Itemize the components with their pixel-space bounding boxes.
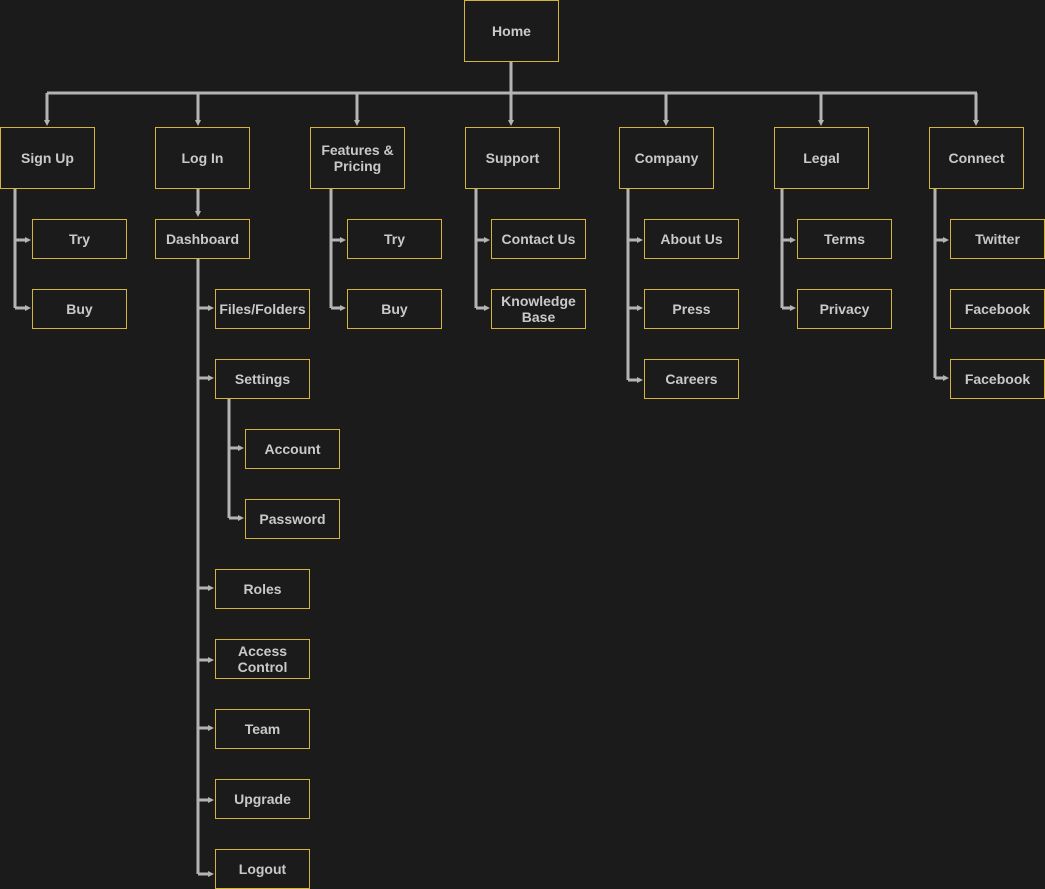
node-sign-up-buy[interactable]: Buy <box>32 289 127 329</box>
node-password[interactable]: Password <box>245 499 340 539</box>
node-features-try[interactable]: Try <box>347 219 442 259</box>
node-access-control[interactable]: Access Control <box>215 639 310 679</box>
node-connect[interactable]: Connect <box>929 127 1024 189</box>
node-contact-us-label: Contact Us <box>501 231 576 247</box>
node-log-in-label: Log In <box>181 150 224 166</box>
node-settings-label: Settings <box>234 371 291 387</box>
node-about-us[interactable]: About Us <box>644 219 739 259</box>
node-facebook-1[interactable]: Facebook <box>950 289 1045 329</box>
node-features-try-label: Try <box>383 231 405 247</box>
node-terms[interactable]: Terms <box>797 219 892 259</box>
node-sign-up-try-label: Try <box>68 231 90 247</box>
node-support[interactable]: Support <box>465 127 560 189</box>
node-careers[interactable]: Careers <box>644 359 739 399</box>
node-roles-label: Roles <box>243 581 282 597</box>
node-privacy-label: Privacy <box>819 301 870 317</box>
node-knowledge-base-label: Knowledge Base <box>501 293 576 325</box>
node-sign-up[interactable]: Sign Up <box>0 127 95 189</box>
node-team[interactable]: Team <box>215 709 310 749</box>
node-press[interactable]: Press <box>644 289 739 329</box>
node-facebook-1-label: Facebook <box>964 301 1031 317</box>
node-roles[interactable]: Roles <box>215 569 310 609</box>
node-twitter-label: Twitter <box>975 231 1020 247</box>
node-company[interactable]: Company <box>619 127 714 189</box>
node-legal-label: Legal <box>803 150 840 166</box>
node-upgrade-label: Upgrade <box>234 791 291 807</box>
node-home-label: Home <box>492 23 531 39</box>
node-about-us-label: About Us <box>660 231 723 247</box>
node-features-pricing[interactable]: Features & Pricing <box>310 127 405 189</box>
node-press-label: Press <box>672 301 711 317</box>
node-logout-label: Logout <box>238 861 287 877</box>
node-dashboard[interactable]: Dashboard <box>155 219 250 259</box>
node-upgrade[interactable]: Upgrade <box>215 779 310 819</box>
node-log-in[interactable]: Log In <box>155 127 250 189</box>
node-privacy[interactable]: Privacy <box>797 289 892 329</box>
node-sign-up-label: Sign Up <box>21 150 74 166</box>
node-features-pricing-label: Features & Pricing <box>321 142 394 174</box>
node-facebook-2[interactable]: Facebook <box>950 359 1045 399</box>
node-home[interactable]: Home <box>464 0 559 62</box>
node-terms-label: Terms <box>824 231 865 247</box>
node-company-label: Company <box>634 150 699 166</box>
node-team-label: Team <box>244 721 281 737</box>
node-contact-us[interactable]: Contact Us <box>491 219 586 259</box>
node-knowledge-base[interactable]: Knowledge Base <box>491 289 586 329</box>
node-sign-up-buy-label: Buy <box>66 301 93 317</box>
node-connect-label: Connect <box>948 150 1005 166</box>
node-files-folders[interactable]: Files/Folders <box>215 289 310 329</box>
node-facebook-2-label: Facebook <box>964 371 1031 387</box>
node-legal[interactable]: Legal <box>774 127 869 189</box>
node-sign-up-try[interactable]: Try <box>32 219 127 259</box>
node-access-control-label: Access Control <box>237 643 288 675</box>
node-features-buy-label: Buy <box>381 301 408 317</box>
node-twitter[interactable]: Twitter <box>950 219 1045 259</box>
node-files-folders-label: Files/Folders <box>219 301 306 317</box>
node-settings[interactable]: Settings <box>215 359 310 399</box>
node-account[interactable]: Account <box>245 429 340 469</box>
node-careers-label: Careers <box>665 371 718 387</box>
node-dashboard-label: Dashboard <box>165 231 240 247</box>
node-account-label: Account <box>264 441 321 457</box>
node-logout[interactable]: Logout <box>215 849 310 889</box>
node-features-buy[interactable]: Buy <box>347 289 442 329</box>
node-password-label: Password <box>259 511 326 527</box>
node-support-label: Support <box>485 150 540 166</box>
